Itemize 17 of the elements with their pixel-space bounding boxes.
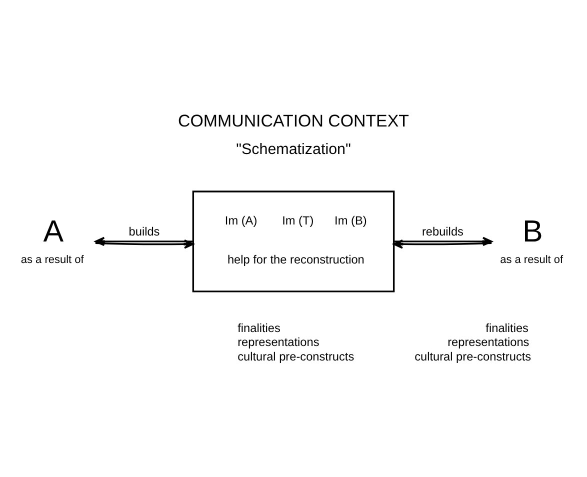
label: representations [238,335,320,350]
label: finalities [238,320,280,335]
label: "Schematization" [236,140,351,158]
node-label: as a result of [500,254,564,266]
label: finalities [486,320,528,335]
edge-label: builds [128,224,160,239]
node-text: B [522,214,543,248]
label: representations [448,335,530,350]
arrow [393,239,492,249]
label: cultural pre-constructs [414,350,532,364]
node-box: Im (A) Im (T) Im (B) help for the reconstruction [192,190,395,292]
label: cultural pre-constructs [238,350,354,364]
diagram-title: COMMUNICATION CONTEXT [178,111,409,130]
node-text: A [43,214,64,248]
node-label: as a result of [20,254,84,266]
edge-label: rebuilds [422,224,464,239]
arrow [94,236,193,246]
